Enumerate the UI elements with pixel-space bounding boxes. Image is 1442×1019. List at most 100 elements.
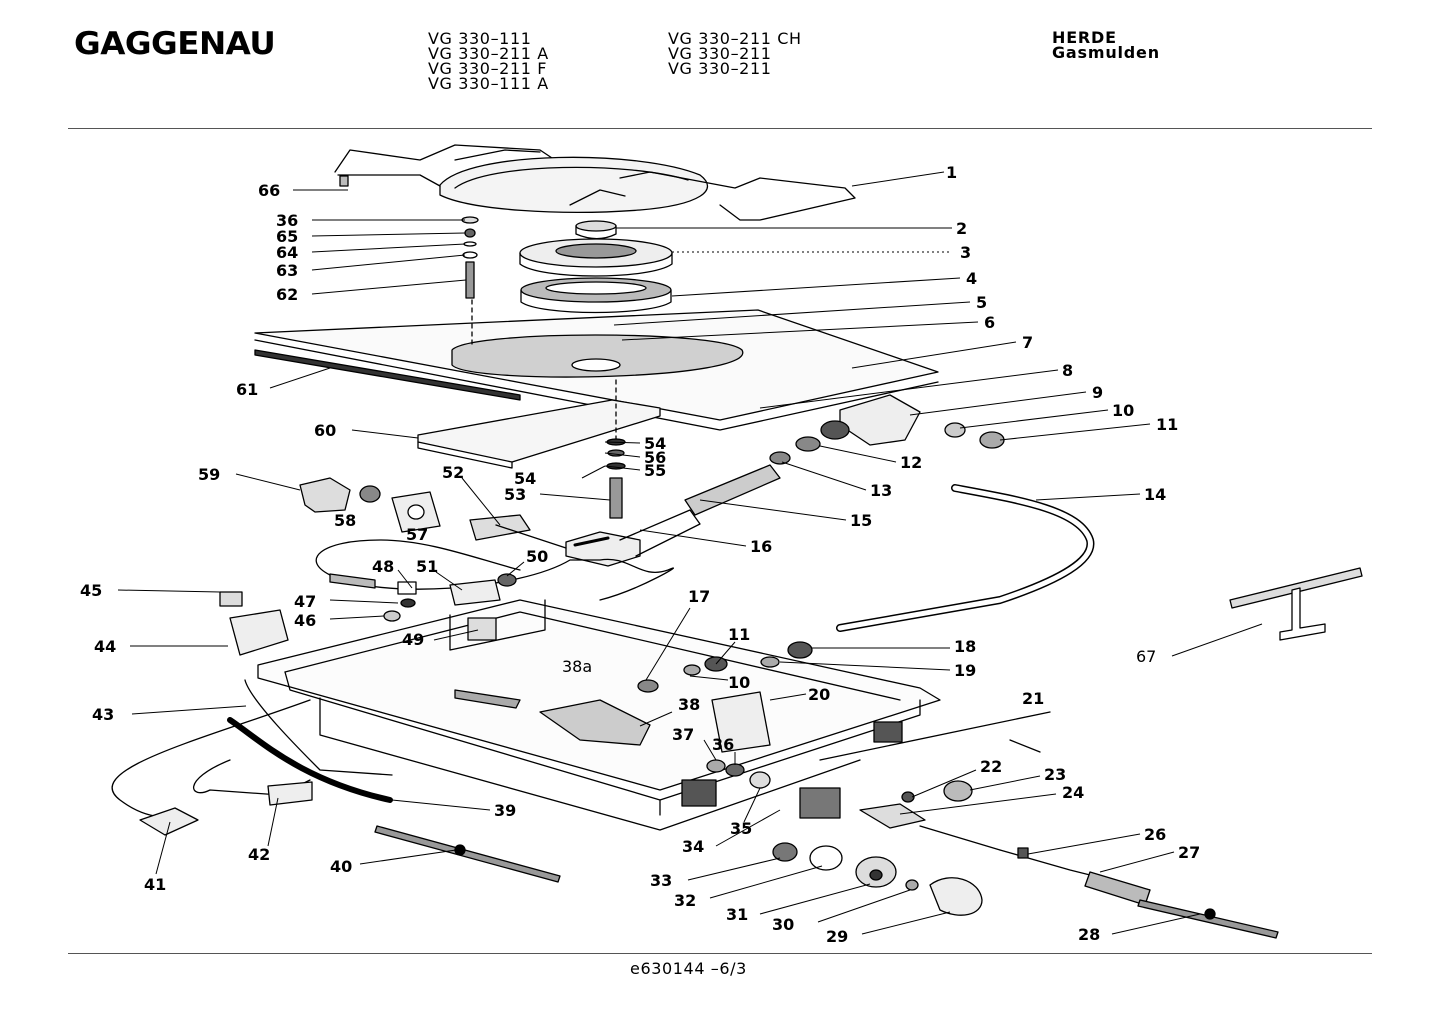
terminal-connector [329,573,376,589]
callout-60: 60 [314,421,336,440]
union-nut-2 [787,641,813,659]
spring-clip [901,791,915,803]
model-list-left: VG 330–111 VG 330–211 A VG 330–211 F VG … [428,31,549,93]
callout-51: 51 [416,557,438,576]
ignition-lead [819,711,1051,761]
callout-20: 20 [808,685,830,704]
callout-37: 37 [672,725,694,744]
callout-39: 39 [494,801,516,820]
callout-35: 35 [730,819,752,838]
terminal-block [449,579,501,606]
gasket-hole [407,504,425,520]
washer-46 [383,610,401,622]
callout-61: 61 [236,380,258,399]
clip-48 [397,581,417,595]
callout-12: 12 [900,453,922,472]
callout-6: 6 [984,313,995,332]
o-ring [359,485,381,503]
category-title: HERDE [1052,28,1117,47]
side-rail [254,349,521,401]
callout-13: 13 [870,481,892,500]
clamp-49 [467,617,497,641]
callout-58: 58 [334,511,356,530]
callout-66: 66 [258,181,280,200]
mains-plug [139,807,199,836]
callout-52: 52 [442,463,464,482]
drive-rod-clip [1204,908,1216,920]
bushing [943,780,973,802]
valve-cover-plate [711,691,771,753]
gas-tap-assembly [539,699,651,746]
callout-5: 5 [976,293,987,312]
control-knob [929,877,983,916]
callout-40: 40 [330,857,352,876]
callout-63: 63 [276,261,298,280]
callout-15: 15 [850,511,872,530]
bracket-edge [417,441,513,469]
callout-28: 28 [1078,925,1100,944]
burner-ring [520,277,672,314]
burner-crown [519,238,673,277]
callout-17: 17 [688,587,710,606]
model-number: VG 330–211 CH [668,29,802,48]
callout-44: 44 [94,637,116,656]
callout-34: 34 [682,837,704,856]
callout-54: 54 [644,434,666,453]
callout-24: 24 [1062,783,1084,802]
callout-53: 53 [504,485,526,504]
shaft-collar [1017,847,1029,859]
category-heading: HERDE Gasmulden [1052,28,1160,61]
gas-valve-body [469,509,701,567]
hob-plate [254,309,939,431]
mains-cable [193,759,311,796]
nut-47 [400,598,416,608]
callout-14: 14 [1144,485,1166,504]
callout-38: 38 [678,695,700,714]
lead-terminal [1009,739,1041,753]
callout-11: 11 [1156,415,1178,434]
ignition-cable [244,679,393,776]
callout-36: 36 [712,735,734,754]
knob-disc-hub [869,869,883,881]
footer-divider [68,953,1372,954]
nozzle-tip [769,451,791,465]
ignition-module [229,609,289,656]
callout-18: 18 [954,637,976,656]
knob-spring [905,879,919,891]
callout-29: 29 [826,927,848,946]
callout-10: 10 [1112,401,1134,420]
callout-labels: 1 2 3 4 5 6 7 8 9 10 11 12 13 14 15 16 1… [80,163,1200,946]
elbow-connector [795,394,1005,452]
model-number: VG 330–211 [668,44,772,63]
callout-45: 45 [80,581,102,600]
callout-55: 55 [644,461,666,480]
callout-9: 9 [1092,383,1103,402]
callout-23: 23 [1044,765,1066,784]
callout-59: 59 [198,465,220,484]
callout-21: 21 [1022,689,1044,708]
callout-7: 7 [1022,333,1033,352]
nut-50 [497,573,517,587]
callout-43: 43 [92,705,114,724]
small-fasteners [339,175,479,299]
t-handle-tool [1229,567,1363,641]
connector-plug [267,781,313,806]
control-rod [374,825,561,883]
callout-38a: 38a [562,657,592,676]
callout-19: 19 [954,661,976,680]
clip-bracket [219,591,243,607]
flex-cable [227,717,393,803]
model-number: VG 330–111 A [428,74,549,93]
callout-10b: 10 [728,673,750,692]
bearing-bush [859,803,926,829]
callout-42: 42 [248,845,270,864]
callout-31: 31 [726,905,748,924]
washer [706,759,726,773]
header-divider [68,128,1372,129]
callout-50: 50 [526,547,548,566]
burner-cap [575,220,617,240]
model-list-right: VG 330–211 CH VG 330–211 VG 330–211 [668,29,802,77]
callout-64: 64 [276,243,298,262]
injector-stack [606,438,626,519]
